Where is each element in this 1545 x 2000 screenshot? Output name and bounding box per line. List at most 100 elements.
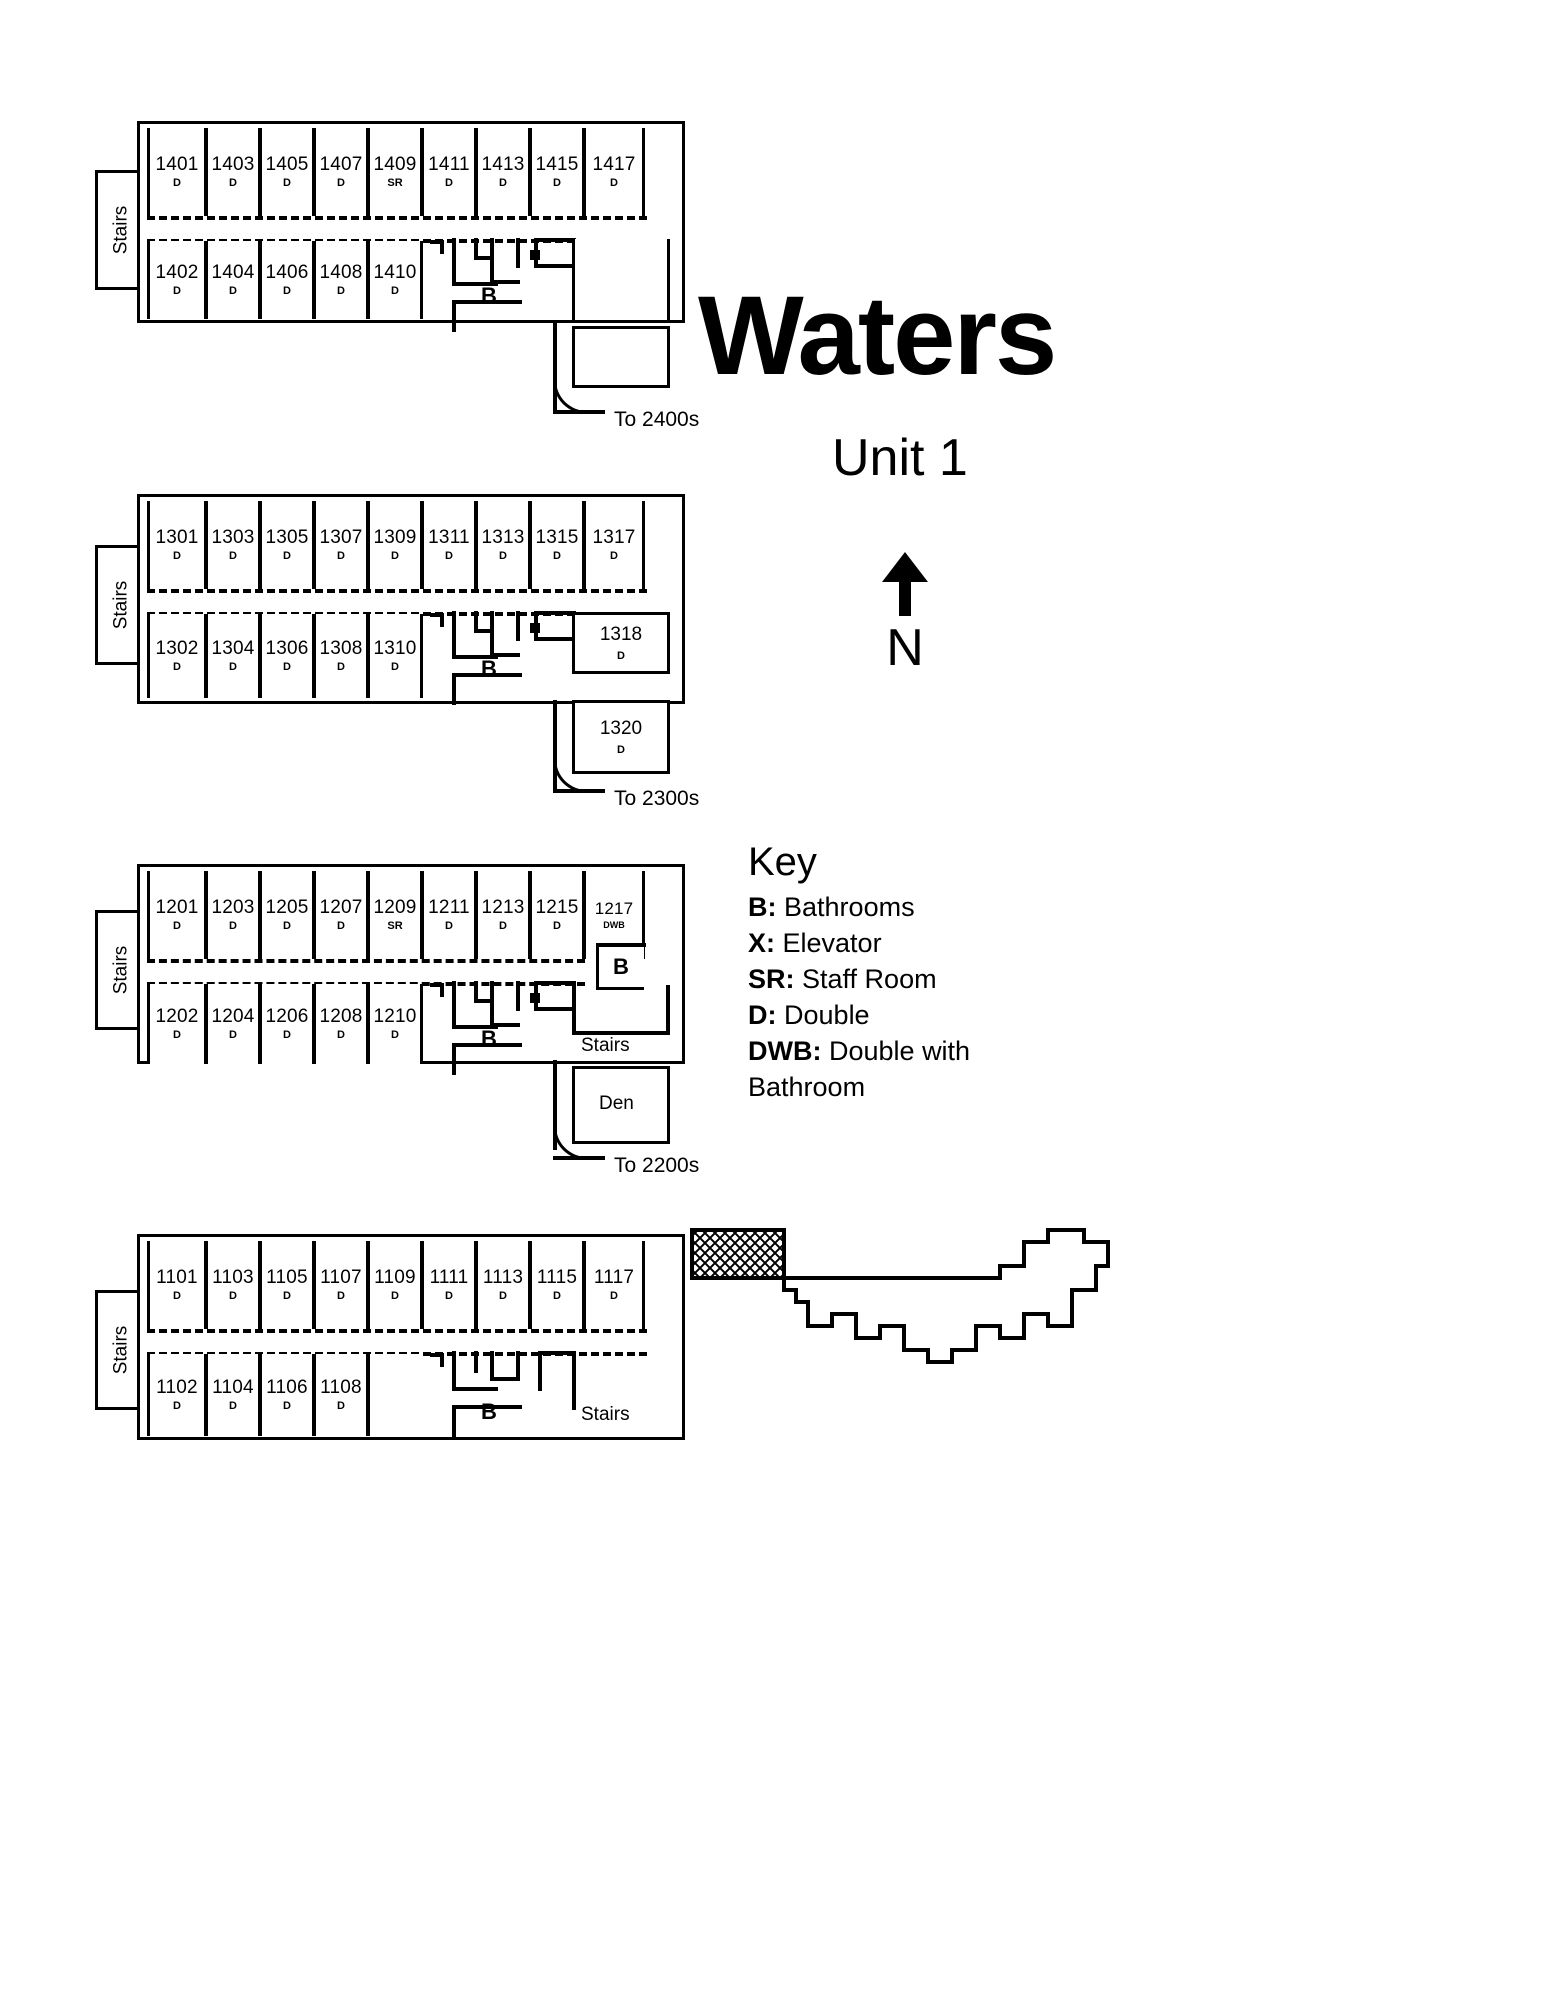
room-1303[interactable]: 1303 D — [205, 501, 261, 589]
room-1201[interactable]: 1201 D — [147, 871, 207, 959]
room-type: D — [283, 177, 291, 189]
room-1301[interactable]: 1301 D — [147, 501, 207, 589]
room-number: 1107 — [320, 1267, 362, 1288]
room-1308[interactable]: 1308 D — [313, 614, 369, 698]
room-1111[interactable]: 1111 D — [421, 1241, 477, 1329]
room-1307[interactable]: 1307 D — [313, 501, 369, 589]
unit-subtitle: Unit 1 — [832, 429, 968, 487]
room-1306[interactable]: 1306 D — [259, 614, 315, 698]
room-1209[interactable]: 1209 SR — [367, 871, 423, 959]
room-number: 1105 — [266, 1267, 308, 1288]
room-number: 1117 — [593, 1267, 635, 1288]
room-1101[interactable]: 1101 D — [147, 1241, 207, 1329]
room-1317[interactable]: 1317 D — [583, 501, 645, 589]
room-number: 1101 — [156, 1267, 198, 1288]
room-type: D — [173, 285, 181, 297]
key-abbr: B: — [748, 892, 777, 922]
room-1318[interactable]: 1318 D — [572, 612, 670, 674]
room-1115[interactable]: 1115 D — [529, 1241, 585, 1329]
room-1106[interactable]: 1106 D — [259, 1354, 315, 1436]
room-type: D — [337, 920, 345, 932]
room-number: 1205 — [265, 897, 309, 918]
room-number: 1320 — [599, 718, 643, 739]
room-1208[interactable]: 1208 D — [313, 984, 369, 1064]
exit-label-2200s: To 2200s — [614, 1154, 700, 1177]
room-1415[interactable]: 1415 D — [529, 128, 585, 216]
room-1203[interactable]: 1203 D — [205, 871, 261, 959]
room-blank-1100s — [367, 1354, 423, 1436]
room-number: 1213 — [481, 897, 525, 918]
room-1409[interactable]: 1409 SR — [367, 128, 423, 216]
room-1408[interactable]: 1408 D — [313, 241, 369, 319]
room-type: D — [283, 1400, 291, 1412]
room-1311[interactable]: 1311 D — [421, 501, 477, 589]
room-1210[interactable]: 1210 D — [367, 984, 423, 1064]
room-type: D — [173, 920, 181, 932]
room-1103[interactable]: 1103 D — [205, 1241, 261, 1329]
den-room-1200s[interactable]: Den — [572, 1066, 670, 1144]
key-abbr: D: — [748, 999, 777, 1030]
room-number: 1405 — [265, 154, 309, 175]
room-1406[interactable]: 1406 D — [259, 241, 315, 319]
room-1304[interactable]: 1304 D — [205, 614, 261, 698]
room-number: 1211 — [428, 897, 470, 918]
room-1113[interactable]: 1113 D — [475, 1241, 531, 1329]
room-type: D — [337, 661, 345, 673]
room-1105[interactable]: 1105 D — [259, 1241, 315, 1329]
room-1117[interactable]: 1117 D — [583, 1241, 645, 1329]
room-type: D — [283, 285, 291, 297]
room-1205[interactable]: 1205 D — [259, 871, 315, 959]
room-1411[interactable]: 1411 D — [421, 128, 477, 216]
room-1211[interactable]: 1211 D — [421, 871, 477, 959]
room-1104[interactable]: 1104 D — [205, 1354, 261, 1436]
room-1305[interactable]: 1305 D — [259, 501, 315, 589]
room-1417[interactable]: 1417 D — [583, 128, 645, 216]
room-1215[interactable]: 1215 D — [529, 871, 585, 959]
room-1108[interactable]: 1108 D — [313, 1354, 369, 1436]
room-1102[interactable]: 1102 D — [147, 1354, 207, 1436]
room-1309[interactable]: 1309 D — [367, 501, 423, 589]
room-1206[interactable]: 1206 D — [259, 984, 315, 1064]
room-number: 1413 — [481, 154, 525, 175]
room-type: D — [283, 920, 291, 932]
room-1310[interactable]: 1310 D — [367, 614, 423, 698]
key-item-double-with-bathroom: DWB: Double with Bathroom — [748, 1034, 1078, 1106]
room-1202[interactable]: 1202 D — [147, 984, 207, 1064]
room-number: 1303 — [211, 527, 255, 548]
stairs-label-1200s-right: Stairs — [581, 1035, 630, 1056]
stairs-label: Stairs — [110, 1325, 132, 1375]
room-1413[interactable]: 1413 D — [475, 128, 531, 216]
room-1407[interactable]: 1407 D — [313, 128, 369, 216]
room-number: 1417 — [592, 154, 636, 175]
corridor-wall-top-1400s — [147, 216, 647, 220]
building-silhouette — [782, 1228, 1110, 1364]
room-1213[interactable]: 1213 D — [475, 871, 531, 959]
room-1302[interactable]: 1302 D — [147, 614, 207, 698]
room-1315[interactable]: 1315 D — [529, 501, 585, 589]
room-type: D — [229, 1290, 237, 1302]
corridor-curve-1200s — [553, 1124, 605, 1160]
room-number: 1409 — [373, 154, 417, 175]
key-meaning: Double with Bathroom — [748, 1035, 971, 1102]
room-1207[interactable]: 1207 D — [313, 871, 369, 959]
room-1410[interactable]: 1410 D — [367, 241, 423, 319]
room-1313[interactable]: 1313 D — [475, 501, 531, 589]
room-1402[interactable]: 1402 D — [147, 241, 207, 319]
room-type: D — [553, 1290, 561, 1302]
room-type: D — [283, 550, 291, 562]
room-type: D — [173, 177, 181, 189]
room-1204[interactable]: 1204 D — [205, 984, 261, 1064]
room-type: D — [173, 1290, 181, 1302]
room-1109[interactable]: 1109 D — [367, 1241, 423, 1329]
room-number: 1406 — [265, 262, 309, 283]
room-1405[interactable]: 1405 D — [259, 128, 315, 216]
room-1401[interactable]: 1401 D — [147, 128, 207, 216]
room-1107[interactable]: 1107 D — [313, 1241, 369, 1329]
room-number: 1109 — [374, 1267, 416, 1288]
room-type: D — [173, 550, 181, 562]
room-type: D — [391, 550, 399, 562]
room-1404[interactable]: 1404 D — [205, 241, 261, 319]
room-number: 1415 — [535, 154, 579, 175]
room-1403[interactable]: 1403 D — [205, 128, 261, 216]
key-meaning: Elevator — [782, 927, 882, 958]
